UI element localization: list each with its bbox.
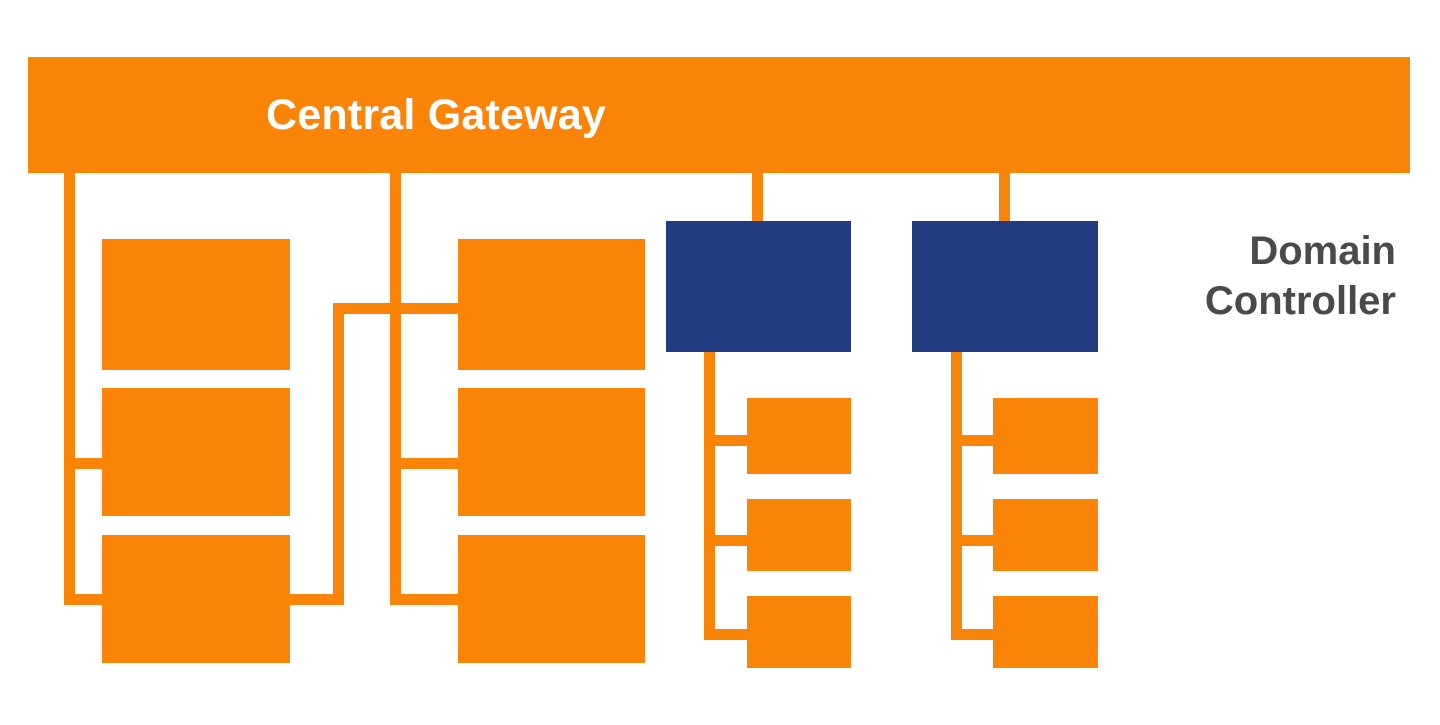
branch-1-connector-node-2 xyxy=(64,458,110,469)
page-title: Central Gateway xyxy=(266,90,606,139)
central-gateway-header[interactable]: Central Gateway xyxy=(28,57,1410,173)
branch-3-node-1[interactable] xyxy=(747,398,851,474)
branch-2-node-2[interactable] xyxy=(458,388,645,516)
branch-2-node-1[interactable] xyxy=(458,239,645,370)
branch-3-node-3[interactable] xyxy=(747,596,851,668)
branch-4-connector-node-1 xyxy=(951,435,999,446)
branch-3-header-drop xyxy=(752,172,763,227)
branch-4-node-3[interactable] xyxy=(993,596,1098,668)
branch-3-domain-controller[interactable] xyxy=(666,221,851,352)
branch-2-connector-node-2 xyxy=(390,458,465,469)
branch-2-connector-node-1 xyxy=(390,303,465,314)
branch-1-trunk-vertical xyxy=(64,172,75,605)
branch-1-node-2[interactable] xyxy=(102,388,290,516)
branch-4-node-2[interactable] xyxy=(993,499,1098,571)
branch-4-connector-node-3 xyxy=(951,629,999,640)
domain-controller-label: Domain Controller xyxy=(1096,226,1396,326)
branch-4-header-drop xyxy=(999,172,1010,227)
branch-2-node-3[interactable] xyxy=(458,535,645,663)
branch-4-node-1[interactable] xyxy=(993,398,1098,474)
domain-controller-label-line2: Controller xyxy=(1204,279,1396,323)
branch-2-connector-node-3 xyxy=(390,594,465,605)
domain-controller-label-line1: Domain xyxy=(1249,229,1396,273)
branch-3-connector-node-2 xyxy=(704,535,752,546)
branch-3-connector-node-1 xyxy=(704,435,752,446)
branch-1-right-riser xyxy=(333,303,344,605)
branch-4-domain-controller[interactable] xyxy=(912,221,1098,352)
branch-4-connector-node-2 xyxy=(951,535,999,546)
branch-3-connector-node-3 xyxy=(704,629,752,640)
branch-3-node-2[interactable] xyxy=(747,499,851,571)
branch-2-trunk-vertical xyxy=(390,172,401,605)
branch-1-node-1[interactable] xyxy=(102,239,290,370)
branch-1-node-3[interactable] xyxy=(102,535,290,663)
branch-3-trunk-vertical xyxy=(704,352,715,640)
branch-4-trunk-vertical xyxy=(951,352,962,640)
branch-1-connector-node-1 xyxy=(333,303,395,314)
